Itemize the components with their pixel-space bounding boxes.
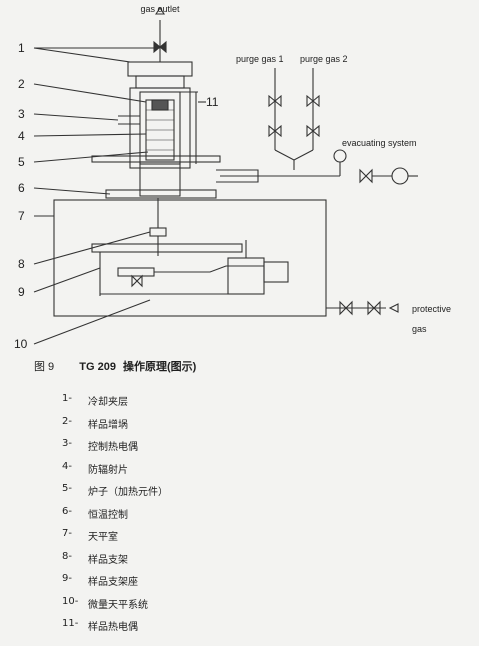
callout-4: 4 — [18, 129, 25, 143]
legend-key: 8- — [62, 550, 72, 562]
legend-text: 恒温控制 — [88, 509, 128, 521]
figure-model: TG 209 — [79, 361, 116, 373]
callout-7: 7 — [18, 209, 25, 223]
legend-item: 7- 天平室 — [62, 528, 168, 551]
label-purge-gas-2: purge gas 2 — [300, 54, 348, 64]
legend-text: 样品热电偶 — [88, 622, 138, 633]
legend-text: 样品支架座 — [88, 577, 138, 588]
callout-6: 6 — [18, 181, 25, 195]
callout-2: 2 — [18, 77, 25, 91]
legend-key: 3- — [62, 438, 72, 449]
legend-key: 4- — [62, 460, 72, 472]
schematic-diagram: gas outlet purge gas 1 purge gas 2 evacu… — [14, 4, 451, 351]
legend-key: 5- — [62, 483, 72, 494]
callout-3: 3 — [18, 107, 25, 121]
legend-key: 2- — [62, 415, 72, 427]
legend-item: 10- 微量天平系统 — [62, 596, 168, 619]
legend-list: 1-冷却夹层 2-样品增埚 3-控制热电偶 4-防辐射片 5-炉子（加热元件） … — [62, 393, 168, 641]
legend-key: 7- — [62, 528, 72, 539]
figure-number: 图 9 — [34, 361, 55, 373]
legend-key: 10- — [62, 595, 79, 607]
callout-8: 8 — [18, 257, 25, 271]
label-protective: protective — [412, 304, 451, 314]
callout-1: 1 — [18, 41, 25, 55]
figure-title: 操作原理(图示) — [123, 361, 197, 373]
legend-text: 样品支架 — [88, 554, 128, 566]
label-evacuating-system: evacuating system — [342, 138, 417, 148]
legend-item: 11- 样品热电偶 — [62, 618, 168, 641]
label-gas: gas — [412, 324, 427, 334]
legend-item: 8- 样品支架 — [62, 551, 168, 574]
legend-item: 6- 恒温控制 — [62, 506, 168, 529]
legend-key: 11- — [62, 618, 79, 629]
legend-text: 微量天平系统 — [88, 599, 148, 611]
legend-text: 冷却夹层 — [88, 397, 128, 408]
legend-item: 9- 样品支架座 — [62, 573, 168, 596]
callout-9: 9 — [18, 285, 25, 299]
legend-item: 1- 冷却夹层 — [62, 393, 168, 416]
legend-item: 2- 样品增埚 — [62, 416, 168, 439]
legend-item: 3- 控制热电偶 — [62, 438, 168, 461]
legend-text: 控制热电偶 — [88, 442, 138, 453]
legend-item: 4- 防辐射片 — [62, 461, 168, 484]
legend-item: 5- 炉子（加热元件） — [62, 483, 168, 506]
legend-text: 样品增埚 — [88, 419, 128, 431]
legend-text: 炉子（加热元件） — [88, 487, 168, 498]
label-gas-outlet: gas outlet — [140, 4, 180, 14]
legend-key: 9- — [62, 573, 72, 584]
legend-key: 1- — [62, 393, 72, 404]
callout-5: 5 — [18, 155, 25, 169]
callout-10: 10 — [14, 337, 28, 351]
legend-text: 天平室 — [88, 532, 118, 543]
legend-key: 6- — [62, 505, 72, 517]
label-purge-gas-1: purge gas 1 — [236, 54, 284, 64]
callout-11: 11 — [206, 95, 219, 109]
figure-caption: 图 9 TG 209 操作原理(图示) — [34, 358, 218, 374]
legend-text: 防辐射片 — [88, 464, 128, 476]
